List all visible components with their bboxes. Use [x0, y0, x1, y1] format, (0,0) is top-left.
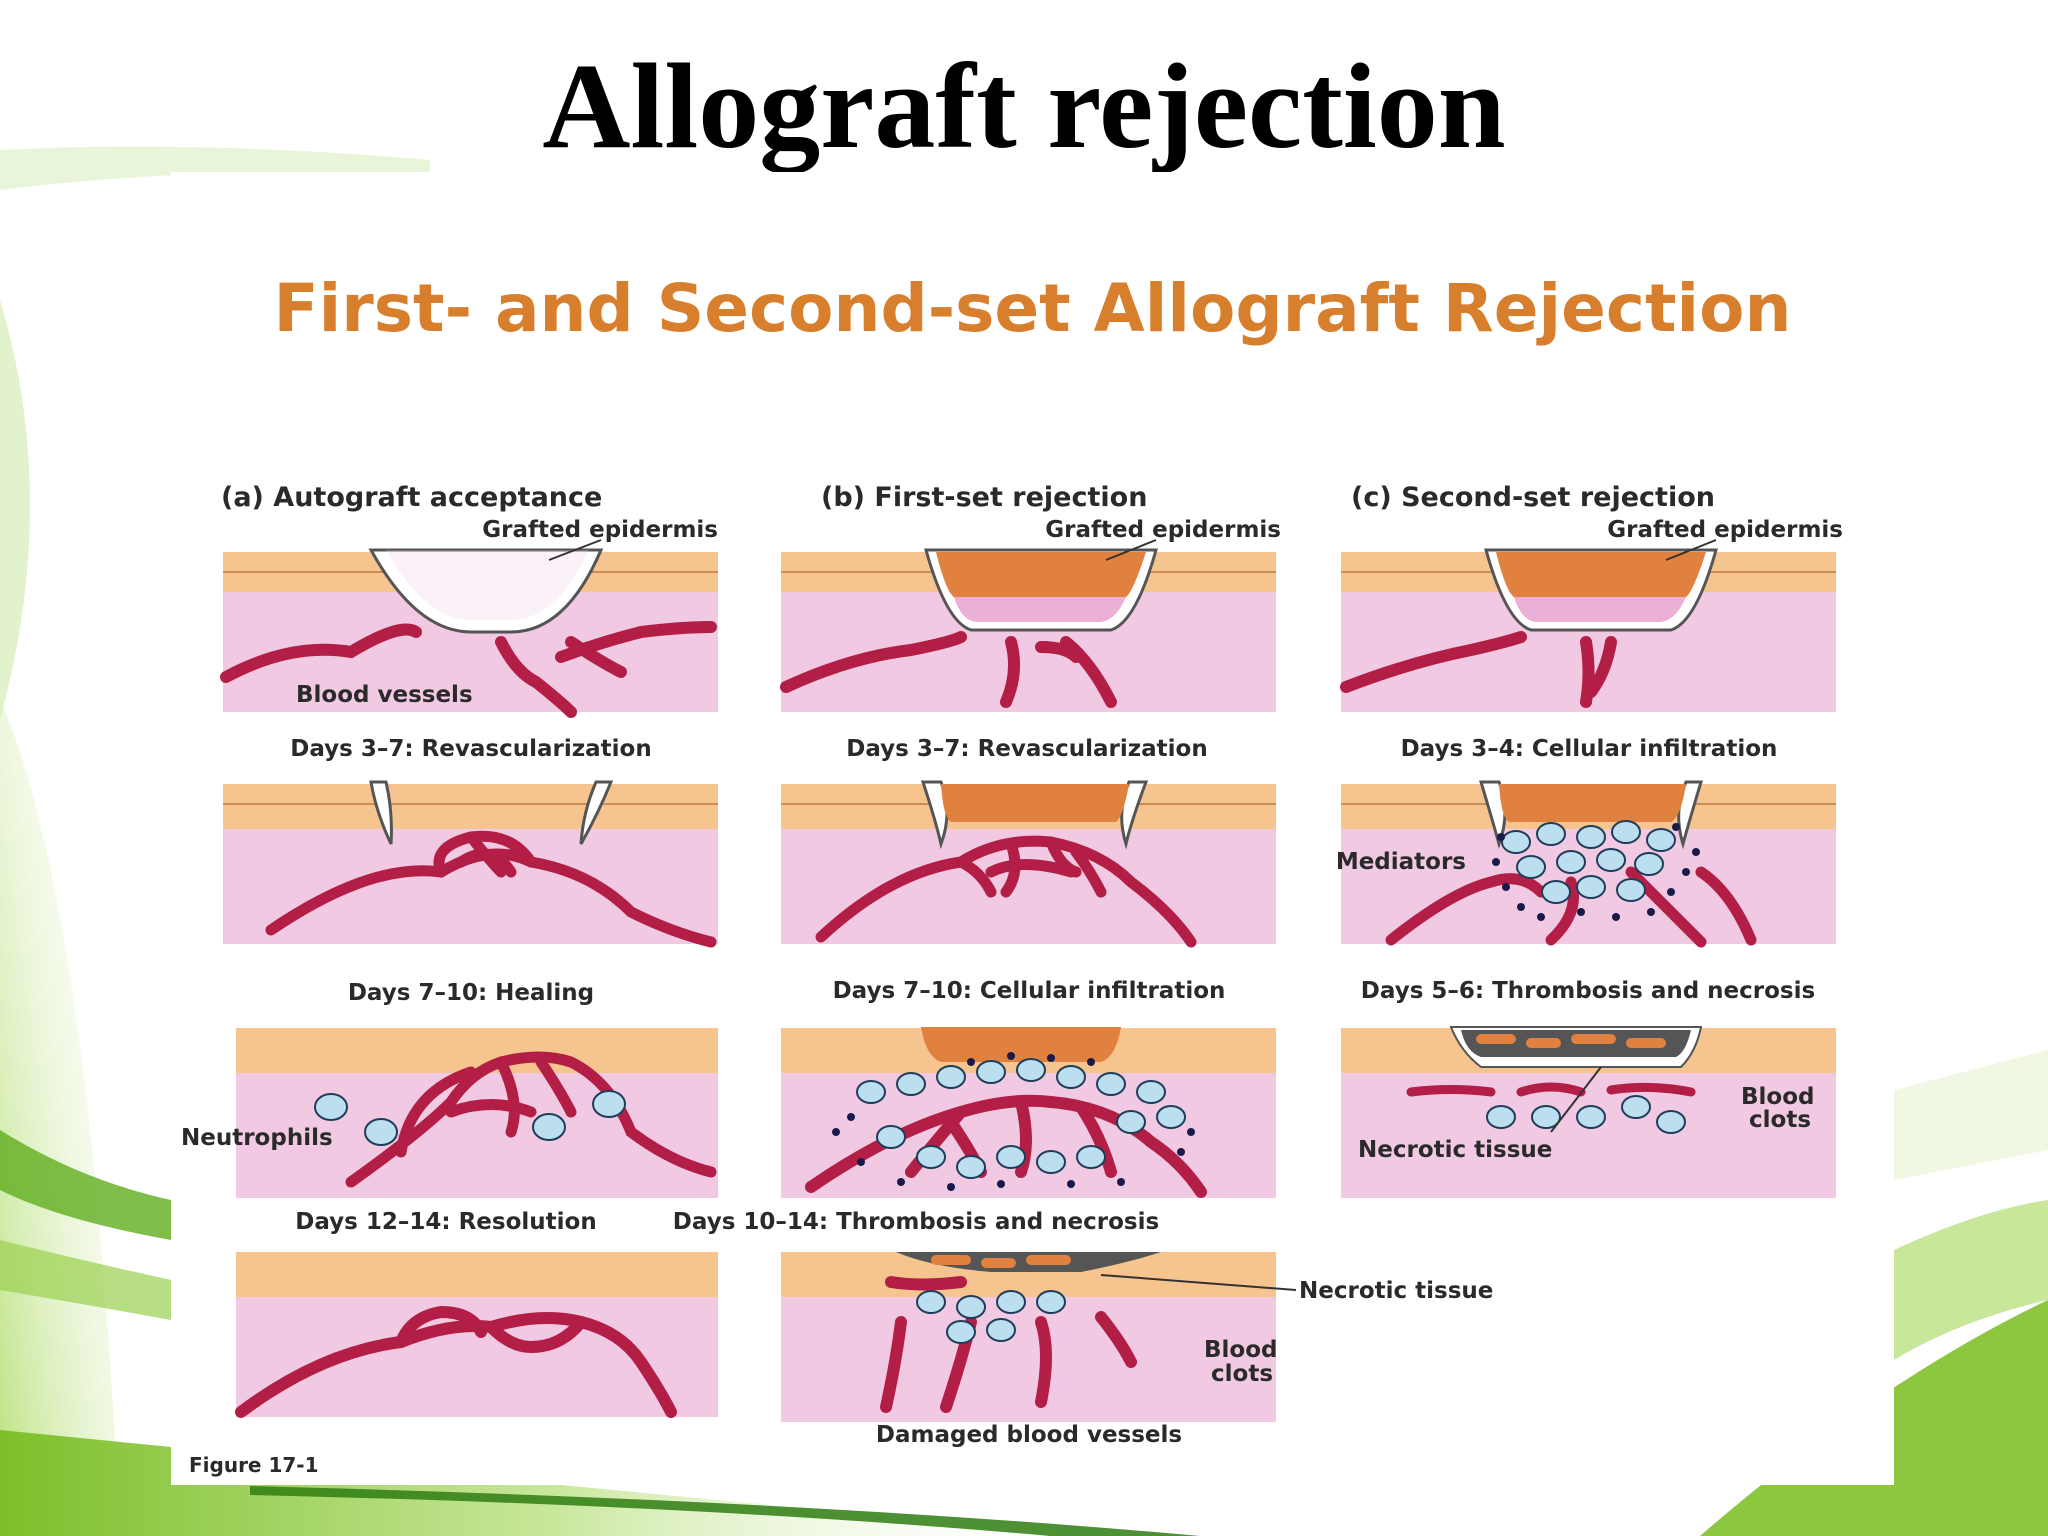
slide-title: Allograft rejection — [542, 39, 1506, 174]
grafted-epidermis-label-c: Grafted epidermis — [1607, 517, 1843, 543]
grafted-epidermis-label-b: Grafted epidermis — [1045, 517, 1281, 543]
step-b-1-label: Days 3–7: Revascularization — [846, 736, 1207, 762]
mediators-label: Mediators — [1336, 849, 1466, 875]
figure-panel: First- and Second-set Allograft Rejectio… — [171, 172, 1894, 1485]
panel-b-cellular-infiltration — [781, 1027, 1276, 1198]
panel-a-healing: Neutrophils — [181, 1028, 718, 1198]
step-c-2-label: Days 5–6: Thrombosis and necrosis — [1361, 978, 1815, 1004]
step-a-1-label: Days 3–7: Revascularization — [290, 736, 651, 762]
panel-c-cellular-infiltration: Mediators — [1336, 780, 1836, 948]
step-a-2-label: Days 7–10: Healing — [348, 980, 594, 1006]
panel-b-initial — [780, 539, 1276, 712]
panel-a-resolution — [235, 1252, 718, 1418]
neutrophils-label: Neutrophils — [181, 1125, 333, 1151]
step-a-3-label: Days 12–14: Resolution — [295, 1209, 596, 1235]
rejection-diagram: (a) Autograft acceptance (b) First-set r… — [181, 482, 1843, 1477]
panel-c-initial — [1340, 539, 1836, 712]
step-b-2-label: Days 7–10: Cellular infiltration — [833, 978, 1226, 1004]
column-title-a: (a) Autograft acceptance — [221, 482, 602, 513]
panel-a-initial: Blood vessels — [220, 539, 718, 718]
blood-clots-label-b-1: Blood — [1204, 1337, 1277, 1363]
grafted-epidermis-label-a: Grafted epidermis — [482, 517, 718, 543]
panel-a-revascularization — [223, 780, 718, 948]
necrotic-tissue-label-c: Necrotic tissue — [1358, 1137, 1552, 1163]
panel-c-thrombosis-necrosis: Necrotic tissue Blood clots — [1341, 1026, 1836, 1198]
step-b-3-label: Days 10–14: Thrombosis and necrosis — [673, 1209, 1159, 1235]
panel-b-revascularization — [781, 780, 1276, 948]
blood-clots-label-c-2: clots — [1749, 1107, 1811, 1133]
damaged-vessels-label: Damaged blood vessels — [876, 1422, 1182, 1448]
step-c-1-label: Days 3–4: Cellular infiltration — [1401, 736, 1778, 762]
column-title-b: (b) First-set rejection — [821, 482, 1147, 513]
blood-clots-label-c-1: Blood — [1741, 1084, 1814, 1110]
necrotic-tissue-label-b: Necrotic tissue — [1299, 1278, 1493, 1304]
column-title-c: (c) Second-set rejection — [1351, 482, 1715, 513]
figure-number: Figure 17-1 — [189, 1453, 319, 1477]
panel-b-thrombosis-necrosis: Necrotic tissue Blood clots Damaged bloo… — [781, 1252, 1493, 1448]
blood-clots-label-b-2: clots — [1211, 1361, 1273, 1387]
blood-vessels-label: Blood vessels — [296, 682, 473, 708]
figure-heading: First- and Second-set Allograft Rejectio… — [273, 270, 1792, 347]
